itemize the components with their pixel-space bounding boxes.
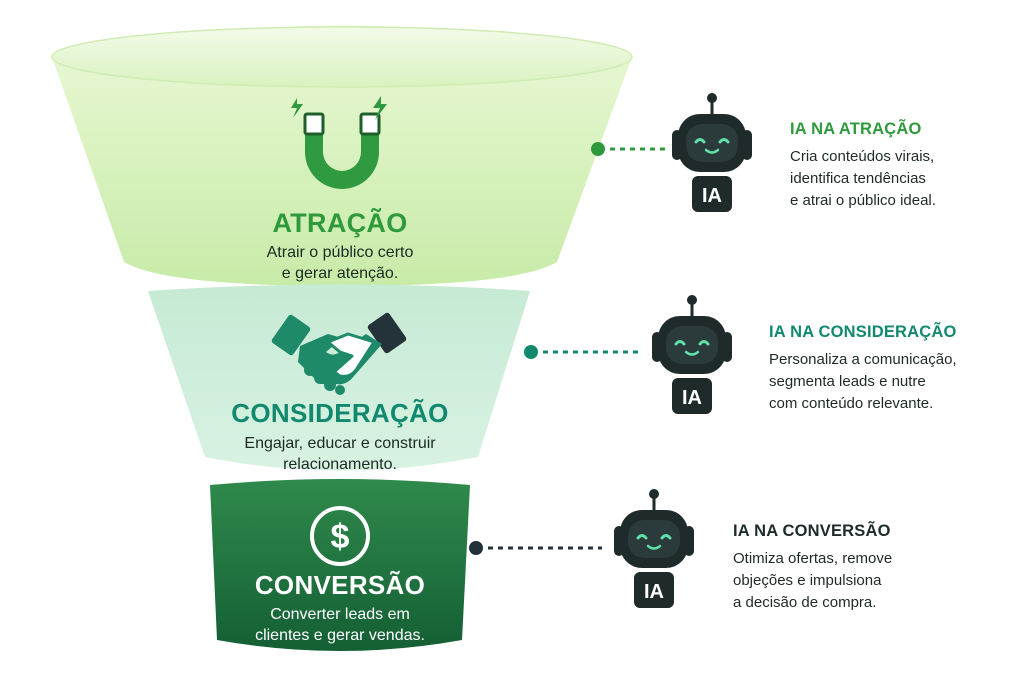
- ai-title-conversao: IA NA CONVERSÃO: [733, 522, 891, 540]
- stage-desc-conversao: Converter leads em clientes e gerar vend…: [255, 606, 425, 644]
- dollar-icon: $: [310, 506, 370, 566]
- ai-desc-conversao: Otimiza ofertas, remove objeções e impul…: [733, 550, 893, 611]
- ai-desc-atracao: Cria conteúdos virais, identifica tendên…: [790, 148, 936, 209]
- robot-icon-atracao: IA: [672, 93, 752, 212]
- connector-consideracao: [524, 345, 640, 359]
- ai-title-consideracao: IA NA CONSIDERAÇÃO: [769, 323, 957, 341]
- connector-atracao: [591, 142, 665, 156]
- stage-title-conversao: CONVERSÃO: [254, 570, 426, 600]
- handshake-icon: [271, 312, 407, 395]
- stage-title-consideracao: CONSIDERAÇÃO: [231, 398, 449, 428]
- stage-desc-atracao: Atrair o público certo e gerar atenção.: [266, 244, 414, 282]
- robot-icon-consideracao: IA: [652, 295, 732, 414]
- svg-text:IA: IA: [644, 581, 664, 603]
- magnet-icon: [291, 96, 387, 189]
- ai-title-atracao: IA NA ATRAÇÃO: [790, 120, 922, 138]
- svg-text:$: $: [331, 518, 350, 556]
- robot-icon-conversao: IA: [614, 489, 694, 608]
- funnel-stage-atracao: [52, 25, 632, 286]
- ai-desc-consideracao: Personaliza a comunicação, segmenta lead…: [769, 351, 957, 412]
- svg-text:IA: IA: [702, 185, 722, 207]
- svg-text:IA: IA: [682, 387, 702, 409]
- connector-conversao: [469, 541, 602, 555]
- stage-desc-consideracao: Engajar, educar e construir relacionamen…: [244, 435, 436, 473]
- stage-title-atracao: ATRAÇÃO: [272, 208, 408, 238]
- funnel-rim: [51, 26, 633, 88]
